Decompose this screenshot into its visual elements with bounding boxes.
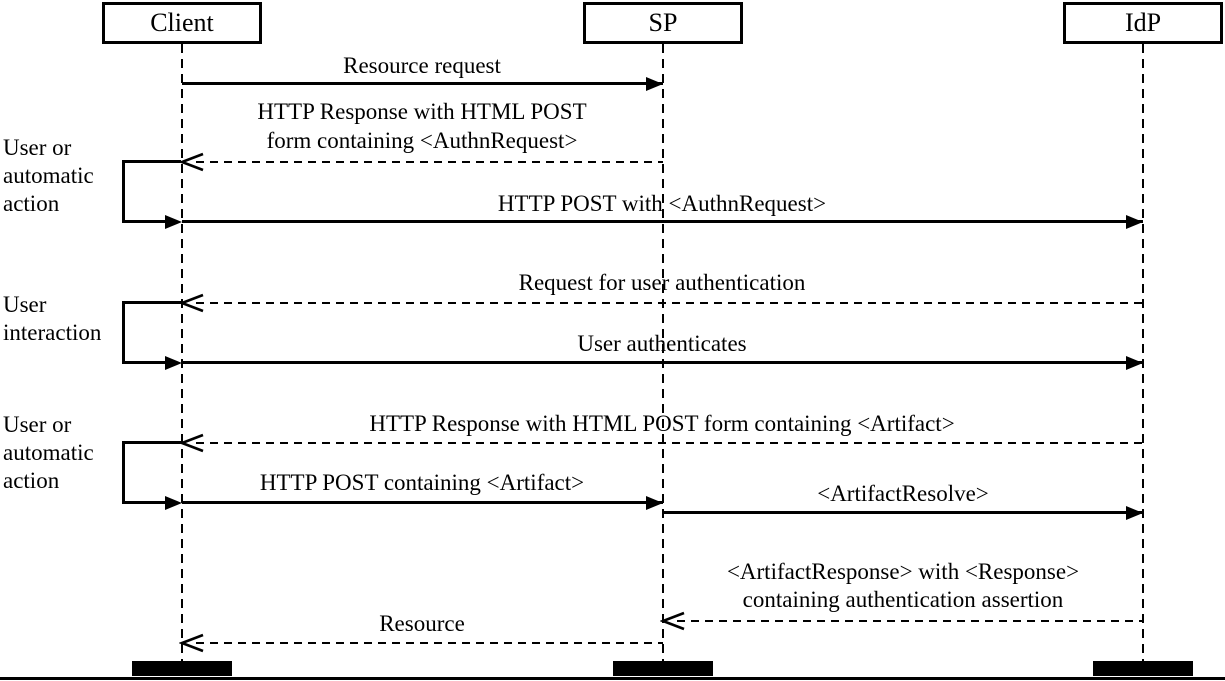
lifeline-sp bbox=[662, 44, 664, 661]
self-action-bracket-top bbox=[122, 441, 181, 444]
arrowhead-open-icon bbox=[660, 611, 685, 631]
activation-bar-client bbox=[132, 661, 232, 676]
side-note-user-or-automatic-action-2: User or automatic action bbox=[3, 412, 94, 493]
bottom-rule bbox=[0, 677, 1225, 680]
message-arrow-http-post-artifact bbox=[182, 501, 663, 504]
self-action-bracket-top bbox=[122, 301, 181, 304]
arrowhead-filled-icon bbox=[1126, 356, 1143, 370]
message-label-user-authenticates: User authenticates bbox=[577, 331, 747, 356]
message-arrow-user-authenticates bbox=[182, 361, 1143, 364]
message-label-resource-request: Resource request bbox=[343, 53, 501, 78]
message-arrow-artifact-response bbox=[677, 620, 1143, 622]
message-arrow-artifact-resolve bbox=[663, 511, 1143, 514]
self-action-bracket-bottom bbox=[122, 361, 166, 364]
actor-label-sp: SP bbox=[648, 8, 678, 37]
message-arrow-resource bbox=[196, 642, 663, 644]
arrowhead-filled-icon bbox=[1126, 506, 1143, 520]
arrowhead-filled-icon bbox=[646, 496, 663, 510]
side-note-user-interaction: User interaction bbox=[3, 292, 102, 345]
side-note-user-or-automatic-action-1: User or automatic action bbox=[3, 135, 94, 216]
arrowhead-filled-icon bbox=[165, 496, 182, 510]
self-action-bracket-bottom bbox=[122, 220, 166, 223]
self-action-bracket-side bbox=[122, 160, 125, 223]
arrowhead-filled-icon bbox=[165, 356, 182, 370]
arrowhead-filled-icon bbox=[1126, 215, 1143, 229]
arrowhead-open-icon bbox=[179, 433, 204, 453]
message-arrow-authnrequest-form bbox=[196, 161, 663, 163]
arrowhead-open-icon bbox=[179, 293, 204, 313]
actor-label-idp: IdP bbox=[1124, 8, 1162, 37]
message-label-artifact-form: HTTP Response with HTML POST form contai… bbox=[369, 411, 955, 436]
lifeline-client bbox=[181, 44, 183, 661]
message-label-artifact-response: <ArtifactResponse> with <Response> conta… bbox=[726, 559, 1080, 612]
message-arrow-artifact-form bbox=[196, 442, 1142, 444]
self-action-bracket-top bbox=[122, 160, 181, 163]
self-action-bracket-side bbox=[122, 301, 125, 364]
message-arrow-resource-request bbox=[182, 82, 663, 85]
message-arrow-http-post-authnrequest bbox=[182, 220, 1143, 223]
arrowhead-filled-icon bbox=[646, 77, 663, 91]
self-action-bracket-side bbox=[122, 441, 125, 504]
actor-box-sp: SP bbox=[583, 2, 743, 44]
actor-box-client: Client bbox=[102, 2, 262, 44]
message-label-request-user-auth: Request for user authentication bbox=[518, 270, 806, 295]
actor-box-idp: IdP bbox=[1063, 2, 1223, 44]
message-label-artifact-resolve: <ArtifactResolve> bbox=[817, 481, 989, 506]
activation-bar-idp bbox=[1093, 661, 1193, 676]
self-action-bracket-bottom bbox=[122, 501, 166, 504]
message-arrow-request-user-auth bbox=[196, 302, 1142, 304]
message-label-http-post-artifact: HTTP POST containing <Artifact> bbox=[259, 470, 585, 495]
lifeline-idp bbox=[1142, 44, 1144, 661]
message-label-http-post-authnrequest: HTTP POST with <AuthnRequest> bbox=[497, 191, 827, 216]
actor-label-client: Client bbox=[150, 8, 214, 37]
arrowhead-open-icon bbox=[179, 152, 204, 172]
message-label-resource: Resource bbox=[379, 611, 465, 636]
message-label-authnrequest-form: HTTP Response with HTML POST form contai… bbox=[257, 99, 587, 153]
activation-bar-sp bbox=[613, 661, 713, 676]
arrowhead-filled-icon bbox=[165, 215, 182, 229]
arrowhead-open-icon bbox=[179, 633, 204, 653]
